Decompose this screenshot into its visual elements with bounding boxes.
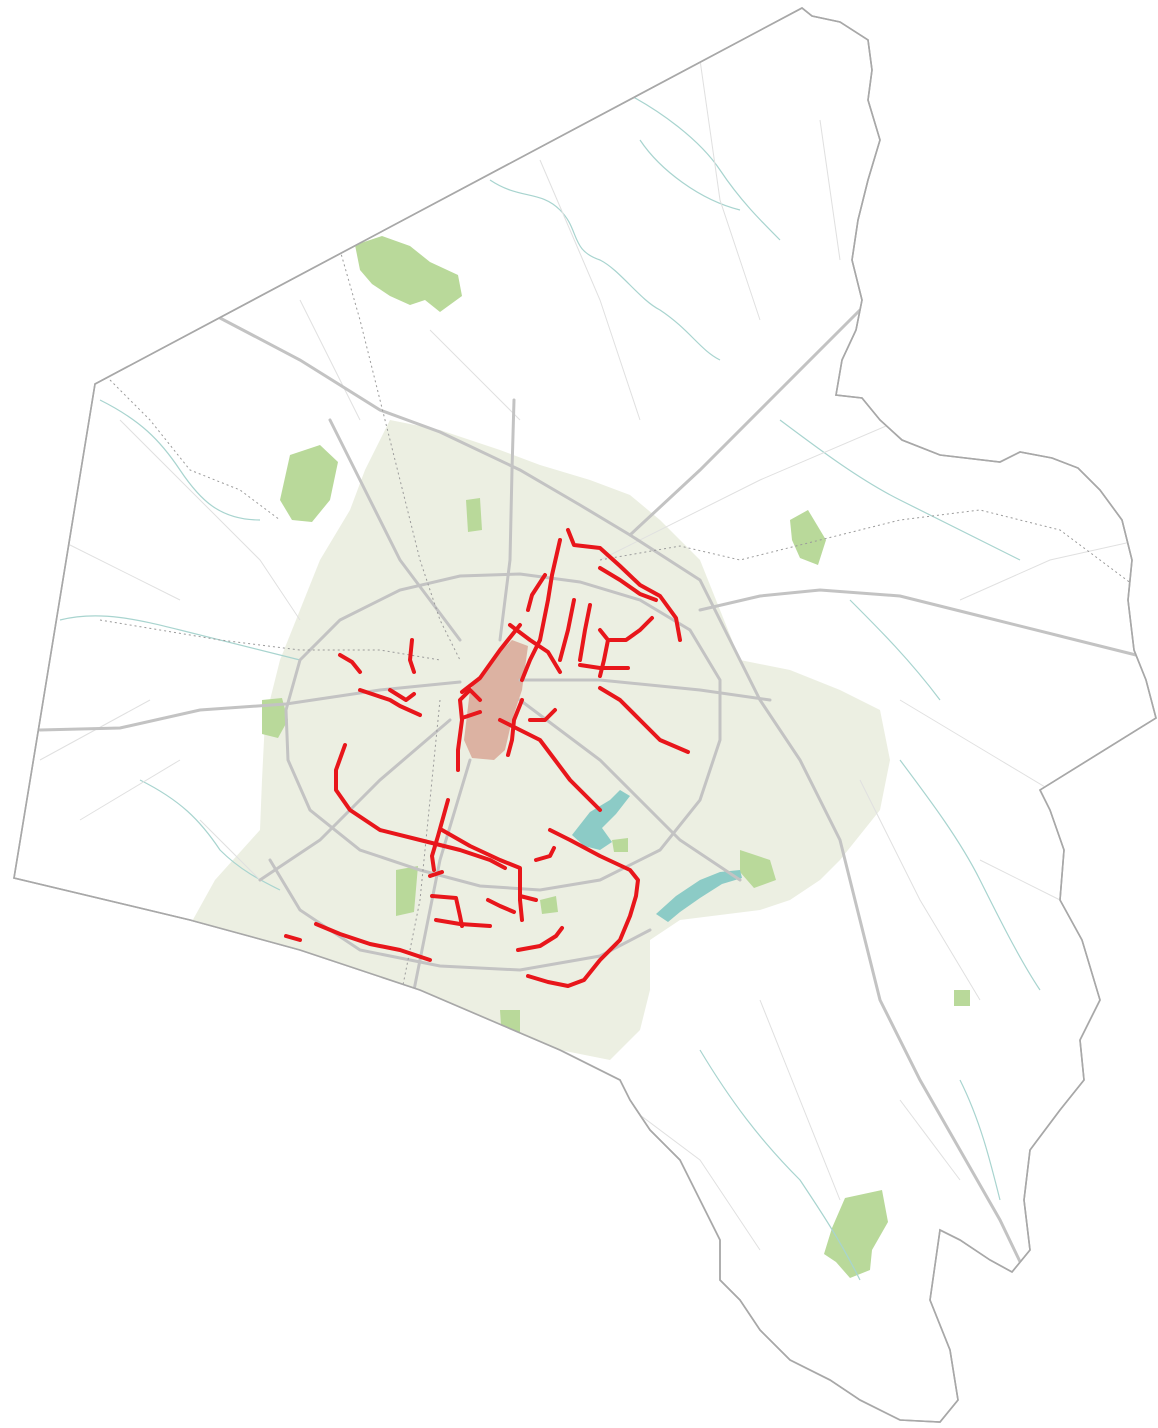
highlighted-route: [358, 688, 422, 717]
park: [280, 445, 338, 522]
highlighted-route: [486, 898, 516, 914]
highlighted-route: [518, 894, 538, 902]
railroad-east: [599, 509, 1141, 591]
downtown-area: [464, 640, 528, 760]
highlighted-route: [430, 894, 464, 928]
highlighted-route: [526, 573, 547, 612]
highlighted-route: [314, 922, 432, 962]
road-southeast: [518, 698, 742, 882]
highlighted-routes: [284, 528, 690, 988]
railroads: [99, 249, 1141, 1001]
interstate-64-75: [218, 316, 1026, 1272]
highlighted-route: [538, 538, 562, 642]
park: [466, 498, 482, 532]
highlighted-route: [566, 528, 682, 642]
lakes: [572, 790, 742, 922]
road-south: [408, 758, 472, 1012]
railroad-west: [99, 619, 441, 661]
man-o-war-blvd: [268, 858, 652, 972]
highlighted-route: [434, 918, 492, 928]
highlighted-route: [516, 926, 564, 952]
highlighted-route: [428, 870, 444, 878]
highlighted-route: [534, 846, 556, 862]
new-circle-road: [284, 572, 722, 892]
highlighted-route: [460, 710, 482, 720]
highlighted-route: [558, 598, 576, 662]
highlighted-route: [506, 698, 524, 757]
railroad-northwest: [109, 379, 281, 521]
park: [824, 1190, 888, 1278]
highlighted-route: [430, 798, 450, 872]
highlighted-route: [338, 653, 362, 674]
park: [540, 896, 558, 914]
highlighted-route: [528, 708, 557, 722]
highlighted-route: [498, 718, 602, 812]
highlighted-route: [460, 623, 522, 694]
road-east: [518, 678, 772, 702]
highlighted-route: [388, 688, 416, 702]
park: [740, 850, 776, 888]
highlighted-route: [456, 688, 482, 772]
road-west: [38, 680, 462, 732]
interstate-64-east: [698, 588, 1142, 658]
streams: [59, 89, 1041, 1281]
park: [612, 838, 628, 852]
highlighted-route: [578, 663, 630, 670]
road-northwest: [328, 418, 462, 642]
railroad-south: [399, 699, 441, 1001]
park: [396, 866, 418, 916]
park: [355, 236, 462, 312]
highlighted-route: [520, 638, 542, 682]
highlighted-route: [526, 828, 640, 988]
lake: [572, 790, 630, 850]
park: [954, 990, 970, 1006]
road-north: [498, 398, 516, 642]
highway-north: [628, 308, 862, 537]
highlighted-route: [578, 603, 592, 662]
highlighted-route: [598, 566, 658, 602]
lake: [656, 870, 742, 922]
highlighted-route: [284, 934, 302, 942]
highlighted-route: [408, 638, 416, 674]
highlighted-route: [608, 616, 654, 642]
major-roads: [38, 308, 1142, 1272]
highlighted-route: [598, 686, 690, 754]
park: [262, 698, 288, 738]
park: [790, 510, 826, 565]
highlighted-route: [334, 743, 507, 870]
highlighted-route: [440, 828, 524, 922]
